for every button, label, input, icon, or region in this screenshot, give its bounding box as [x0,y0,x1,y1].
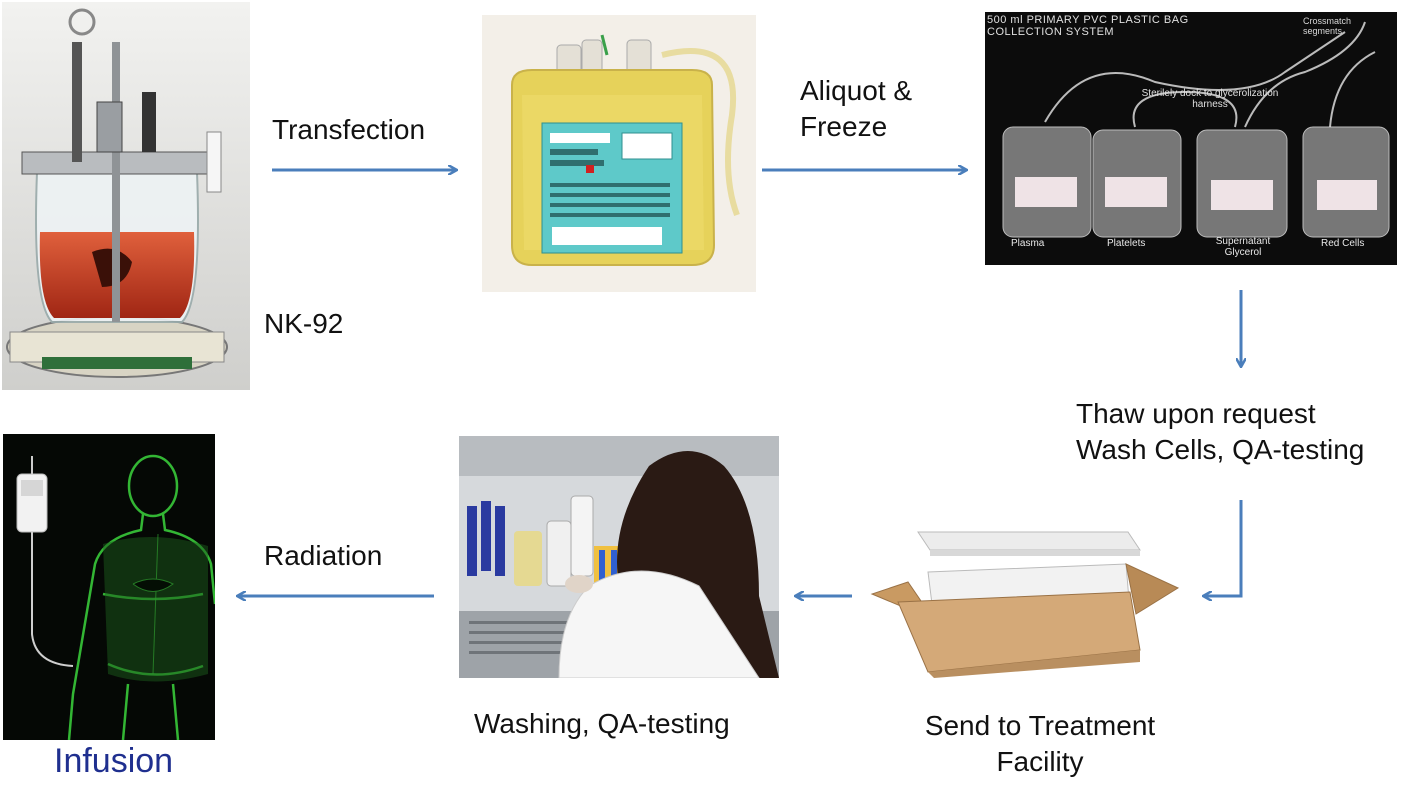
thaw-line1: Thaw upon request [1076,398,1316,429]
transfection-label: Transfection [272,114,426,145]
crossmatch-segments-text: Crossmatch segments [1303,16,1352,36]
bag-label-plasma: Plasma [1011,238,1045,249]
aliquot-freeze-line1: Aliquot & [800,75,913,106]
send-to-facility-label: Send to Treatment Facility [890,708,1190,780]
bag-collection-system-photo: 500 ml PRIMARY PVC PLASTIC BAG COLLECTIO… [985,12,1397,265]
infusion-caption: Infusion [54,742,174,780]
bag-label-supernatant-glycerol: Supernatant Glycerol [1215,236,1271,258]
washing-qa-caption: Washing, QA-testing [474,708,730,739]
bioreactor-photo [2,2,250,390]
lab-washing-photo [459,436,779,678]
thaw-label: Thaw upon request Wash Cells, QA-testing [1076,396,1364,468]
bag-label-red-cells: Red Cells [1321,238,1365,249]
bag-label-platelets: Platelets [1107,238,1146,249]
thaw-line2: Wash Cells, QA-testing [1076,434,1365,465]
send-line2: Facility [996,746,1084,777]
collection-system-header-line1: 500 ml PRIMARY PVC PLASTIC BAG [987,14,1189,26]
arrow-to-ship [1204,500,1243,596]
sterile-dock-text: Sterilely dock to glycerolization harnes… [1141,88,1279,110]
nk92-caption: NK-92 [264,308,344,339]
collection-system-header: 500 ml PRIMARY PVC PLASTIC BAG COLLECTIO… [987,14,1189,38]
infusion-photo [3,434,215,740]
aliquot-freeze-label: Aliquot & Freeze [800,73,912,145]
send-line1: Send to Treatment [924,710,1156,741]
radiation-label: Radiation [264,540,383,571]
blood-bag-photo [482,15,756,292]
collection-system-header-line2: COLLECTION SYSTEM [987,26,1115,38]
aliquot-freeze-line2: Freeze [800,111,888,142]
shipping-box-photo [868,522,1180,678]
